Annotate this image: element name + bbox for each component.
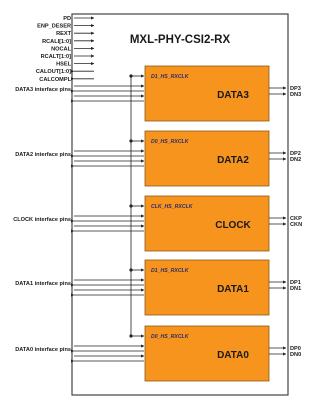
signal-label: PD	[63, 16, 71, 22]
lane-block	[144, 259, 270, 316]
lane-data2: DATA2 D0_HS_RXCLK DATA2 interface pins DP2D…	[15, 130, 301, 187]
interface-label: DATA0 interface pins	[15, 347, 71, 353]
signal-label: HSEL	[56, 62, 72, 68]
lane-clock-label: D0_HS_RXCLK	[151, 139, 190, 145]
lane-block	[144, 65, 270, 122]
lane-clock-label: CLK_HS_RXCLK	[151, 204, 194, 210]
lane-data0: DATA0 D0_HS_RXCLK DATA0 interface pins DP0D…	[15, 325, 301, 382]
lane-clock-label: D1_HS_RXCLK	[151, 268, 190, 274]
lane-name: DATA1	[217, 284, 249, 295]
lane-clock-label: D1_HS_RXCLK	[151, 74, 190, 80]
lane-data3: DATA3 D1_HS_RXCLK DATA3 interface pins DP3D…	[15, 65, 301, 122]
pin-label: DN0	[290, 352, 301, 358]
pin-label: DN3	[290, 92, 301, 98]
lane-name: CLOCK	[215, 220, 251, 231]
signal-label: CALCOMPL	[39, 77, 71, 83]
signal-label: RCALT[1:0]	[41, 54, 71, 60]
lane-block	[144, 130, 270, 187]
lane-block	[144, 325, 270, 382]
interface-label: DATA1 interface pins	[15, 281, 71, 287]
signal-label: RCALI[1:0]	[42, 39, 71, 45]
lane-name: DATA2	[217, 155, 249, 166]
interface-label: CLOCK interface pins	[13, 217, 71, 223]
signal-label: CALOUT[1:0]	[36, 69, 71, 75]
lane-name: DATA3	[217, 90, 249, 101]
pin-label: CKN	[290, 222, 302, 228]
pin-label: DP1	[290, 280, 301, 286]
interface-label: DATA3 interface pins	[15, 87, 71, 93]
lane-name: DATA0	[217, 350, 249, 361]
phy-title: MXL-PHY-CSI2-RX	[130, 34, 231, 46]
signal-label: NOCAL	[51, 46, 71, 52]
pin-label: DP3	[290, 86, 301, 92]
lane-clock: CLOCK CLK_HS_RXCLK CLOCK interface pins CKP…	[13, 195, 302, 252]
pin-label: DN2	[290, 157, 301, 163]
pin-label: DP0	[290, 346, 301, 352]
lane-clock-label: D0_HS_RXCLK	[151, 334, 190, 340]
pin-label: DN1	[290, 286, 301, 292]
lane-data1: DATA1 D1_HS_RXCLK DATA1 interface pins DP1D…	[15, 259, 301, 316]
pin-label: CKP	[290, 216, 302, 222]
signal-label: ENP_DESER	[37, 24, 71, 30]
interface-label: DATA2 interface pins	[15, 152, 71, 158]
lane-block	[144, 195, 270, 252]
pin-label: DP2	[290, 151, 301, 157]
signal-label: REXT	[56, 31, 72, 37]
